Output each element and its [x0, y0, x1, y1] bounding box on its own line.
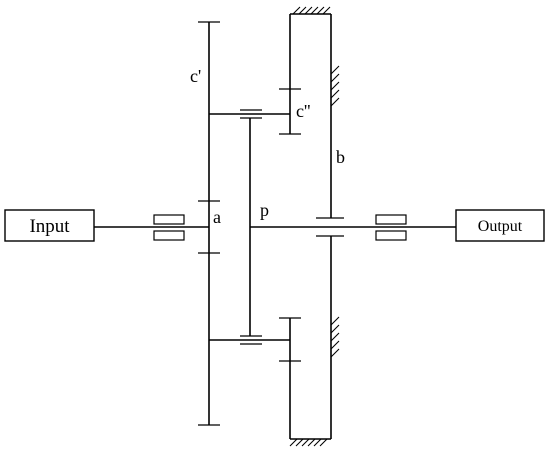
ground-hatch-right-lower	[330, 316, 340, 358]
label-c-prime: c'	[190, 66, 201, 86]
ground-hatch-right-upper	[330, 65, 340, 107]
ground-hatch-top	[292, 6, 331, 15]
label-b: b	[336, 147, 345, 167]
ground-hatch-bottom	[289, 438, 328, 447]
input-label: Input	[29, 216, 70, 237]
output-box: Output	[455, 209, 545, 242]
planet-bearing-top	[240, 109, 262, 119]
input-box: Input	[4, 209, 95, 242]
output-label: Output	[478, 218, 523, 235]
planet-gear-c-double-prime-top	[279, 14, 301, 135]
label-p: p	[260, 200, 269, 220]
label-a: a	[213, 207, 221, 227]
sun-gear-a	[198, 21, 220, 426]
output-bearing	[375, 214, 407, 241]
planet-gear-bottom	[279, 317, 301, 439]
planet-bearing-bottom	[240, 335, 262, 345]
label-c-double-prime: c''	[296, 101, 310, 121]
input-bearing	[153, 214, 185, 241]
